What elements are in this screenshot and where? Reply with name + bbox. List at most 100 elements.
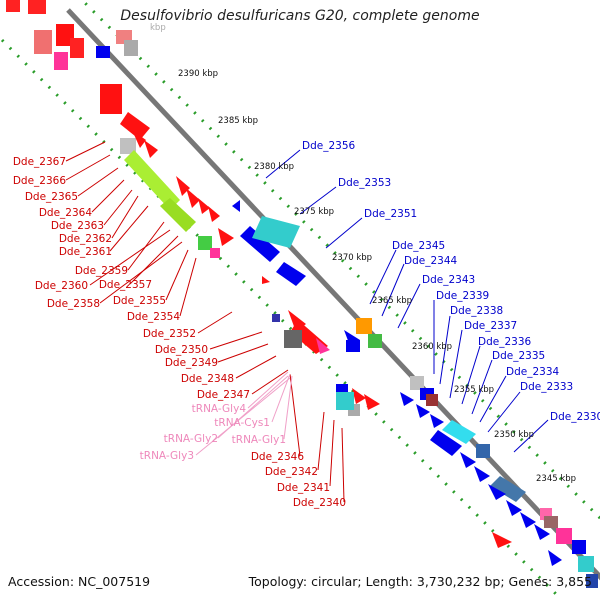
gene-block[interactable] (124, 40, 138, 56)
trna-label[interactable]: tRNA-Gly3 (140, 450, 194, 462)
gene-arrow[interactable] (352, 388, 366, 404)
gene-block-cyan[interactable] (252, 216, 300, 248)
gene-block[interactable] (284, 330, 302, 348)
gene-block[interactable] (70, 38, 84, 58)
gene-label[interactable]: Dde_2355 (113, 295, 166, 307)
gene-label[interactable]: Dde_2344 (404, 255, 458, 267)
trna-label[interactable]: tRNA-Gly1 (232, 434, 286, 446)
gene-arrow[interactable] (430, 414, 444, 428)
gene-block-cyan[interactable] (578, 556, 594, 572)
gene-label[interactable]: Dde_2356 (302, 140, 356, 152)
gene-label[interactable]: Dde_2351 (364, 208, 417, 220)
gene-block[interactable] (28, 0, 46, 14)
gene-label[interactable]: Dde_2333 (520, 381, 573, 393)
gene-label[interactable]: Dde_2349 (165, 357, 218, 369)
gene-label[interactable]: Dde_2347 (197, 389, 250, 401)
gene-block[interactable] (476, 444, 490, 458)
gene-block[interactable] (198, 236, 212, 250)
trna-label[interactable]: tRNA-Cys1 (214, 417, 270, 429)
gene-label[interactable]: Dde_2366 (13, 175, 67, 187)
gene-arrow[interactable] (120, 112, 150, 140)
gene-block[interactable] (56, 24, 74, 46)
gene-label[interactable]: Dde_2346 (251, 451, 305, 463)
gene-arrow[interactable] (218, 228, 234, 246)
gene-arrow[interactable] (492, 532, 512, 548)
gene-label[interactable]: Dde_2365 (25, 191, 78, 203)
gene-label[interactable]: Dde_2348 (181, 373, 234, 385)
gene-arrow[interactable] (176, 176, 190, 196)
gene-block[interactable] (54, 52, 68, 70)
gene-label[interactable]: Dde_2362 (59, 233, 112, 245)
gene-arrow[interactable] (208, 206, 220, 222)
gene-label[interactable]: Dde_2337 (464, 320, 517, 332)
gene-arrow[interactable] (364, 394, 380, 410)
gene-block[interactable] (410, 376, 424, 390)
gene-block[interactable] (34, 30, 52, 54)
gene-block-cyan[interactable] (336, 392, 354, 410)
gene-arrow[interactable] (198, 198, 210, 214)
gene-label[interactable]: Dde_2341 (277, 482, 330, 494)
gene-block[interactable] (490, 476, 526, 502)
gene-label[interactable]: Dde_2367 (13, 156, 66, 168)
gene-arrow[interactable] (416, 404, 430, 418)
gene-arrow[interactable] (262, 276, 270, 284)
gene-arrow[interactable] (506, 500, 522, 516)
gene-arrow[interactable] (400, 392, 414, 406)
gene-block[interactable] (356, 318, 372, 334)
gene-block[interactable] (586, 574, 598, 588)
gene-arrow[interactable] (316, 338, 330, 354)
gene-block[interactable] (210, 248, 220, 258)
gene-block[interactable] (426, 394, 438, 406)
gene-block[interactable] (430, 430, 462, 456)
gene-arrow[interactable] (474, 466, 490, 482)
gene-block[interactable] (544, 516, 558, 528)
gene-block-cyan[interactable] (442, 420, 476, 444)
trna-label[interactable]: tRNA-Gly4 (192, 403, 247, 415)
gene-label[interactable]: Dde_2353 (338, 177, 391, 189)
gene-block[interactable] (240, 226, 280, 262)
gene-label[interactable]: Dde_2360 (35, 280, 88, 292)
gene-label[interactable]: Dde_2361 (59, 246, 112, 258)
gene-block[interactable] (368, 334, 382, 348)
scale-tick: 2365 kbp (372, 296, 412, 306)
gene-label[interactable]: Dde_2345 (392, 240, 445, 252)
gene-label[interactable]: Dde_2358 (47, 298, 100, 310)
gene-block[interactable] (96, 46, 110, 58)
gene-label[interactable]: Dde_2338 (450, 305, 503, 317)
gene-arrow[interactable] (520, 512, 536, 528)
gene-label[interactable]: Dde_2363 (51, 220, 104, 232)
gene-arrow[interactable] (132, 130, 146, 148)
gene-block-lime[interactable] (160, 198, 196, 232)
gene-arrow[interactable] (534, 524, 550, 540)
gene-label[interactable]: Dde_2342 (265, 466, 318, 478)
gene-label[interactable]: Dde_2359 (75, 265, 128, 277)
gene-block-lime[interactable] (124, 150, 180, 210)
gene-block[interactable] (100, 84, 122, 114)
gene-label[interactable]: Dde_2340 (293, 497, 346, 509)
gene-label[interactable]: Dde_2352 (143, 328, 196, 340)
gene-label[interactable]: Dde_2354 (127, 311, 181, 323)
gene-label[interactable]: Dde_2335 (492, 350, 545, 362)
gene-label[interactable]: Dde_2334 (506, 366, 560, 378)
gene-label[interactable]: Dde_2343 (422, 274, 475, 286)
gene-block[interactable] (120, 138, 136, 154)
gene-label[interactable]: Dde_2357 (99, 279, 152, 291)
gene-block[interactable] (572, 540, 586, 554)
gene-label[interactable]: Dde_2336 (478, 336, 532, 348)
gene-block[interactable] (346, 340, 360, 352)
gene-block[interactable] (6, 0, 20, 12)
gene-label[interactable]: Dde_2339 (436, 290, 489, 302)
trna-label[interactable]: tRNA-Gly2 (164, 433, 218, 445)
gene-block[interactable] (556, 528, 572, 544)
gene-arrow[interactable] (144, 140, 158, 158)
gene-arrow[interactable] (488, 484, 506, 500)
gene-arrow[interactable] (276, 262, 306, 286)
gene-label[interactable]: Dde_2350 (155, 344, 208, 356)
gene-label[interactable]: Dde_2330 (550, 411, 600, 423)
gene-block[interactable] (272, 314, 280, 322)
gene-arrow[interactable] (548, 550, 562, 566)
gene-arrow[interactable] (186, 188, 200, 208)
gene-label[interactable]: Dde_2364 (39, 207, 93, 219)
gene-arrow[interactable] (460, 452, 476, 468)
gene-arrow[interactable] (232, 200, 240, 212)
